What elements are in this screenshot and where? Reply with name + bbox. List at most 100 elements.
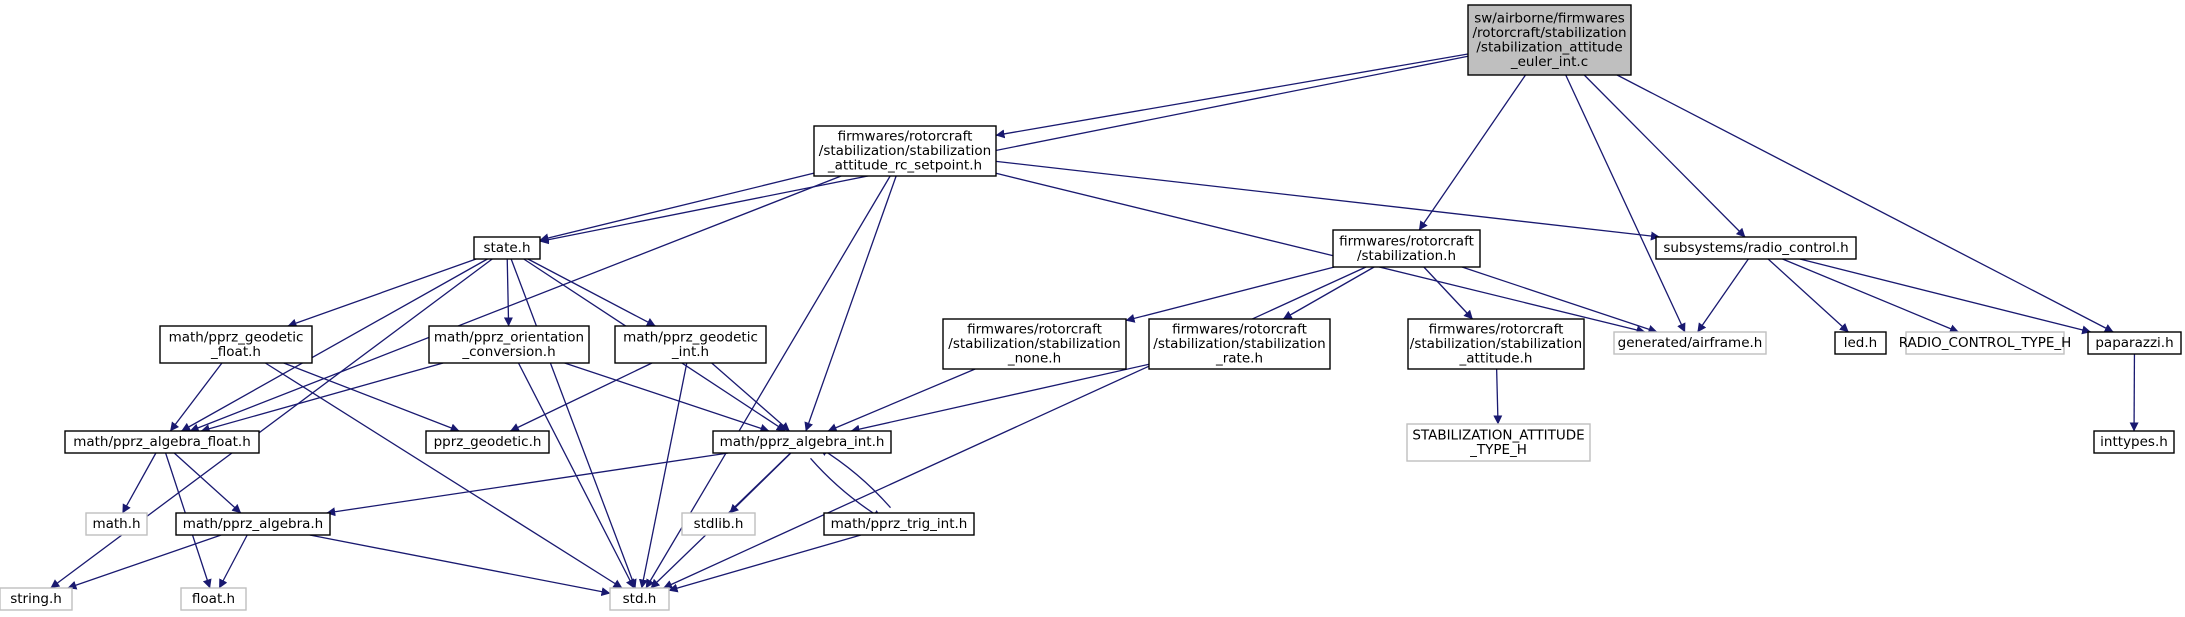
node-stab_rate[interactable]: firmwares/rotorcraft/stabilization/stabi… bbox=[1148, 318, 1331, 370]
node-paparazzi[interactable]: paparazzi.h bbox=[2087, 331, 2182, 355]
node-string_h: string.h bbox=[0, 587, 73, 611]
node-stabilization_h-box bbox=[1332, 229, 1481, 268]
node-state-label-line: state.h bbox=[483, 240, 530, 256]
node-inttypes-label-line: inttypes.h bbox=[2100, 434, 2168, 450]
edges-layer bbox=[50, 53, 2139, 597]
edge-geodetic_int-to-algebra_int bbox=[711, 362, 790, 432]
node-stdlib-label-line: stdlib.h bbox=[694, 516, 744, 532]
node-root-label-line: sw/airborne/firmwares bbox=[1474, 10, 1625, 26]
node-airframe: generated/airframe.h bbox=[1613, 331, 1767, 355]
node-geodetic_float-label-line: _float.h bbox=[210, 344, 261, 360]
nodes-layer: sw/airborne/firmwares/rotorcraft/stabili… bbox=[0, 4, 2182, 611]
node-attitude_type-label-line: STABILIZATION_ATTITUDE bbox=[1412, 427, 1584, 443]
edge-state-to-geodetic_int bbox=[527, 258, 656, 327]
node-algebra_int-label-line: math/pprz_algebra_int.h bbox=[720, 434, 885, 450]
node-algebra_int[interactable]: math/pprz_algebra_int.h bbox=[712, 430, 892, 454]
edge-stabilization_h-to-std_h bbox=[663, 266, 1367, 589]
edge-pprz_algebra-to-float_h bbox=[218, 534, 248, 589]
node-paparazzi-box bbox=[2087, 331, 2182, 355]
node-radio_control-label-line: subsystems/radio_control.h bbox=[1663, 240, 1848, 256]
node-orientation_conv-label-line: math/pprz_orientation bbox=[434, 329, 584, 345]
edge-pprz_algebra-to-std_h bbox=[309, 534, 611, 597]
node-stab_rate-box bbox=[1148, 318, 1331, 370]
node-led[interactable]: led.h bbox=[1834, 331, 1887, 355]
node-pprz_algebra[interactable]: math/pprz_algebra.h bbox=[175, 512, 331, 536]
node-algebra_float[interactable]: math/pprz_algebra_float.h bbox=[64, 430, 260, 454]
edge-orientation_conv-to-algebra_int bbox=[564, 362, 770, 433]
node-rc_setpoint[interactable]: firmwares/rotorcraft/stabilization/stabi… bbox=[813, 125, 997, 177]
node-stabilization_h[interactable]: firmwares/rotorcraft/stabilization.h bbox=[1332, 229, 1481, 268]
edge-rc_setpoint-to-airframe bbox=[995, 172, 1646, 335]
edge-state-to-geodetic_float bbox=[287, 258, 477, 328]
edge-geodetic_int-to-pprz_geodetic bbox=[509, 362, 653, 432]
node-string_h-label-line: string.h bbox=[10, 591, 62, 607]
node-attitude_type: STABILIZATION_ATTITUDE_TYPE_H bbox=[1406, 423, 1591, 462]
node-geodetic_int[interactable]: math/pprz_geodetic_int.h bbox=[614, 325, 767, 364]
node-stabilization_h-label-line: firmwares/rotorcraft bbox=[1339, 233, 1474, 249]
edge-stab_none-to-algebra_int bbox=[827, 368, 976, 432]
node-std_h-box bbox=[609, 587, 670, 611]
edge-stabilization_h-to-stab_attitude bbox=[1423, 266, 1474, 320]
edge-orientation_conv-to-algebra_float bbox=[200, 362, 444, 434]
edge-pprz_algebra-to-string_h bbox=[67, 534, 222, 590]
node-geodetic_float-label-line: math/pprz_geodetic bbox=[169, 329, 304, 345]
edge-root-to-stabilization_h bbox=[1418, 74, 1527, 231]
node-geodetic_int-label-line: _int.h bbox=[671, 344, 709, 360]
edge-state-to-string_h bbox=[50, 258, 493, 589]
node-paparazzi-label-line: paparazzi.h bbox=[2095, 335, 2173, 351]
node-attitude_type-box bbox=[1406, 423, 1591, 462]
node-rc_setpoint-label-line: /stabilization/stabilization bbox=[819, 143, 991, 159]
node-attitude_type-label-line: _TYPE_H bbox=[1469, 442, 1527, 458]
node-stabilization_h-label-line: /stabilization.h bbox=[1357, 248, 1456, 264]
node-float_h-label-line: float.h bbox=[192, 591, 235, 607]
node-stab_rate-label-line: /stabilization/stabilization bbox=[1153, 336, 1325, 352]
edge-rc_setpoint-to-algebra_int bbox=[804, 175, 897, 432]
node-pprz_geodetic[interactable]: pprz_geodetic.h bbox=[425, 430, 550, 454]
node-trig_int-label-line: math/pprz_trig_int.h bbox=[831, 516, 968, 532]
node-math_h-box bbox=[85, 512, 148, 536]
edge-geodetic_int-to-std_h bbox=[638, 362, 688, 589]
node-algebra_int-box bbox=[712, 430, 892, 454]
node-trig_int[interactable]: math/pprz_trig_int.h bbox=[823, 512, 975, 536]
node-geodetic_float-box bbox=[159, 325, 313, 364]
edge-rc_setpoint-to-algebra_float bbox=[189, 175, 842, 433]
node-stdlib: stdlib.h bbox=[681, 512, 756, 536]
node-root[interactable]: sw/airborne/firmwares/rotorcraft/stabili… bbox=[1467, 4, 1632, 76]
node-rc_type-label-line: RADIO_CONTROL_TYPE_H bbox=[1899, 335, 2072, 351]
node-orientation_conv[interactable]: math/pprz_orientation_conversion.h bbox=[428, 325, 590, 364]
node-geodetic_int-box bbox=[614, 325, 767, 364]
edge-root-to-state bbox=[539, 55, 1469, 245]
node-inttypes-box bbox=[2093, 430, 2175, 454]
node-stab_none[interactable]: firmwares/rotorcraft/stabilization/stabi… bbox=[942, 318, 1127, 370]
node-rc_setpoint-label-line: firmwares/rotorcraft bbox=[838, 129, 973, 145]
node-rc_type-box bbox=[1905, 331, 2065, 355]
edge-trig_int-to-std_h bbox=[668, 534, 862, 593]
node-stab_attitude[interactable]: firmwares/rotorcraft/stabilization/stabi… bbox=[1407, 318, 1585, 370]
node-stab_attitude-label-line: firmwares/rotorcraft bbox=[1429, 322, 1564, 338]
edge-radio_control-to-airframe bbox=[1697, 258, 1749, 333]
node-stab_none-label-line: _none.h bbox=[1007, 351, 1061, 367]
node-radio_control[interactable]: subsystems/radio_control.h bbox=[1655, 236, 1857, 260]
node-string_h-box bbox=[0, 587, 73, 611]
edge-algebra_int-to-pprz_algebra bbox=[326, 452, 729, 517]
edge-trig_int-to-algebra_int bbox=[819, 447, 891, 509]
node-led-label-line: led.h bbox=[1844, 335, 1877, 351]
node-orientation_conv-label-line: _conversion.h bbox=[461, 344, 555, 360]
node-float_h-box bbox=[180, 587, 247, 611]
node-airframe-label-line: generated/airframe.h bbox=[1618, 335, 1763, 351]
node-state[interactable]: state.h bbox=[473, 236, 541, 260]
node-inttypes[interactable]: inttypes.h bbox=[2093, 430, 2175, 454]
node-geodetic_float[interactable]: math/pprz_geodetic_float.h bbox=[159, 325, 313, 364]
edge-root-to-radio_control bbox=[1583, 74, 1746, 238]
node-state-box bbox=[473, 236, 541, 260]
node-radio_control-box bbox=[1655, 236, 1857, 260]
node-stab_attitude-label-line: _attitude.h bbox=[1459, 351, 1533, 367]
node-stab_rate-label-line: firmwares/rotorcraft bbox=[1172, 322, 1307, 338]
edge-stab_attitude-to-attitude_type bbox=[1493, 368, 1503, 425]
edge-state-to-orientation_conv bbox=[503, 258, 513, 327]
edge-rc_setpoint-to-state bbox=[539, 172, 815, 243]
edge-radio_control-to-rc_type bbox=[1782, 258, 1959, 333]
node-stab_none-label-line: /stabilization/stabilization bbox=[948, 336, 1120, 352]
node-math_h: math.h bbox=[85, 512, 148, 536]
